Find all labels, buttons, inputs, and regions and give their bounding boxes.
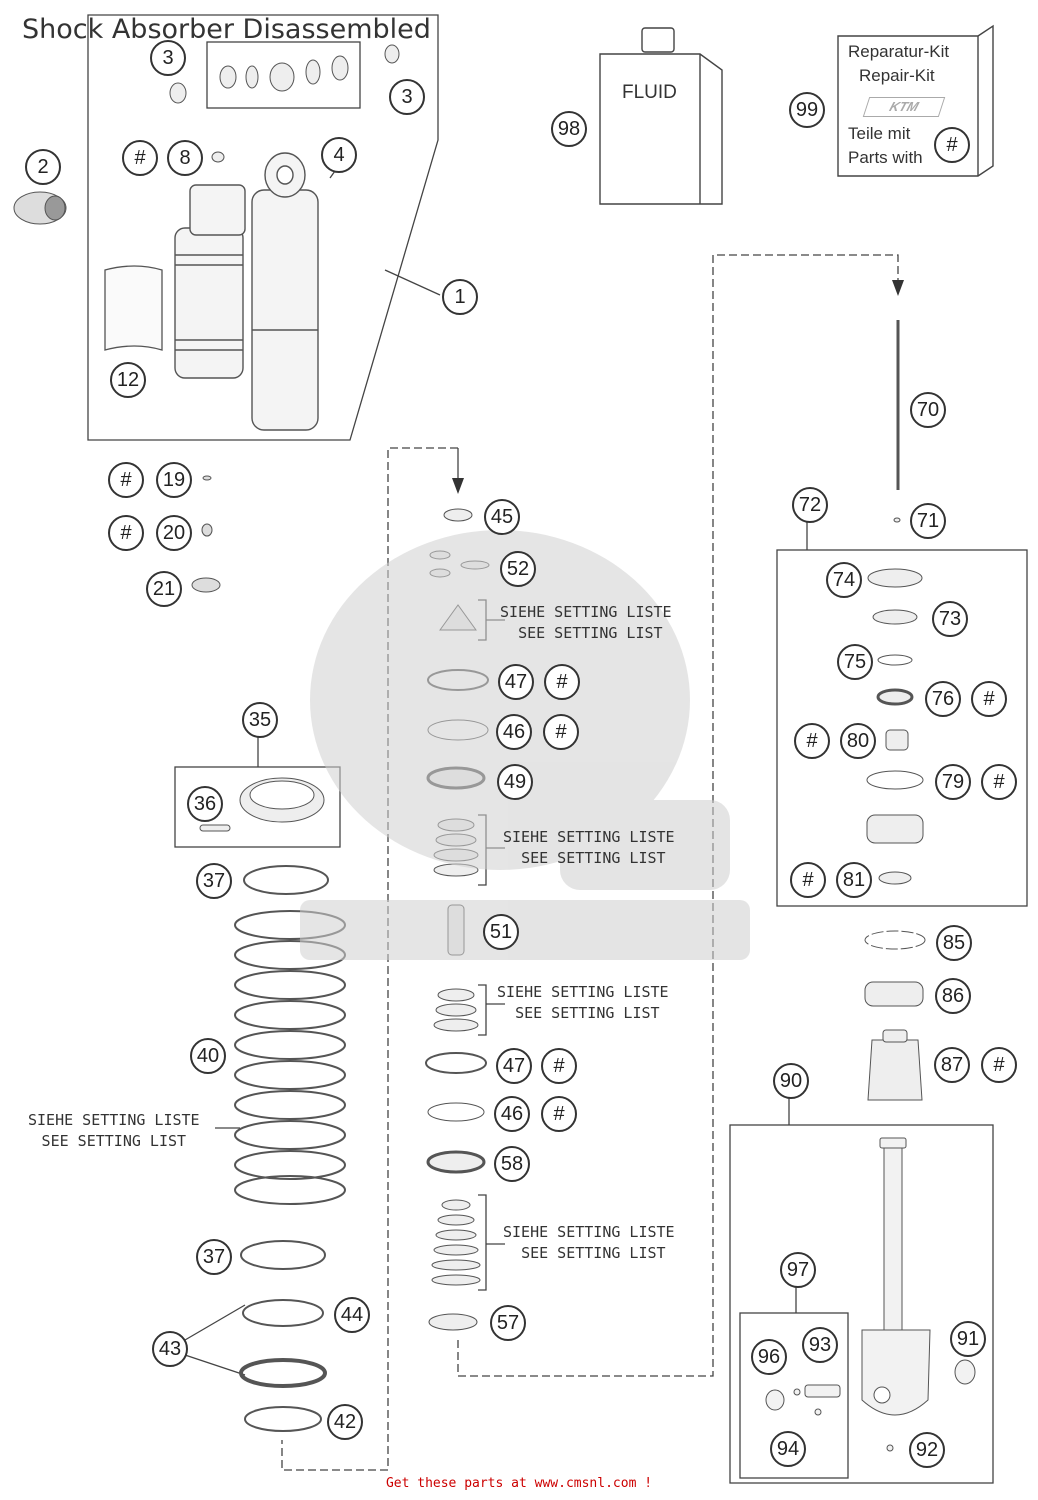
callout-hash-20: # (108, 515, 144, 551)
callout-97[interactable]: 97 (780, 1252, 816, 1288)
setting-note-4: SIEHE SETTING LISTE SEE SETTING LIST (503, 1223, 675, 1262)
callout-19[interactable]: 19 (156, 462, 192, 498)
callout-72[interactable]: 72 (792, 487, 828, 523)
callout-20[interactable]: 20 (156, 515, 192, 551)
kit-line-3: Teile mit (848, 124, 911, 143)
fluid-bottle (599, 27, 723, 205)
callout-8[interactable]: 8 (167, 140, 203, 176)
callout-37b[interactable]: 37 (196, 1239, 232, 1275)
callout-51[interactable]: 51 (483, 914, 519, 950)
callout-81[interactable]: 81 (836, 862, 872, 898)
callout-1[interactable]: 1 (442, 279, 478, 315)
callout-94[interactable]: 94 (770, 1431, 806, 1467)
callout-36[interactable]: 36 (187, 786, 223, 822)
callout-hash-81: # (790, 862, 826, 898)
callout-hash-80: # (794, 723, 830, 759)
callout-12[interactable]: 12 (110, 362, 146, 398)
footer-link[interactable]: Get these parts at www.cmsnl.com ! (385, 1476, 653, 1491)
callout-43[interactable]: 43 (152, 1331, 188, 1367)
callout-92[interactable]: 92 (909, 1432, 945, 1468)
callout-2[interactable]: 2 (25, 149, 61, 185)
kit-hash-callout: # (934, 127, 970, 163)
callout-73[interactable]: 73 (932, 601, 968, 637)
sleeve-12 (104, 265, 163, 351)
callout-hash-19: # (108, 462, 144, 498)
seal-kit-box-4 (206, 41, 361, 109)
callout-52[interactable]: 52 (500, 551, 536, 587)
callout-93[interactable]: 93 (802, 1327, 838, 1363)
dashed-center-box (281, 447, 458, 1471)
callout-45[interactable]: 45 (484, 499, 520, 535)
callout-hash-8: # (122, 140, 158, 176)
callout-86[interactable]: 86 (935, 978, 971, 1014)
callout-79[interactable]: 79 (935, 764, 971, 800)
callout-hash-47b: # (541, 1048, 577, 1084)
callout-hash-87: # (981, 1047, 1017, 1083)
callout-47a[interactable]: 47 (498, 664, 534, 700)
callout-40[interactable]: 40 (190, 1038, 226, 1074)
callout-74[interactable]: 74 (826, 562, 862, 598)
callout-46a[interactable]: 46 (496, 714, 532, 750)
callout-3b[interactable]: 3 (389, 79, 425, 115)
callout-21[interactable]: 21 (146, 571, 182, 607)
callout-98[interactable]: 98 (551, 111, 587, 147)
piston-rod (765, 1137, 976, 1452)
callout-hash-46a: # (543, 714, 579, 750)
callout-4[interactable]: 4 (321, 137, 357, 173)
callout-47b[interactable]: 47 (496, 1048, 532, 1084)
box-72 (776, 549, 1028, 907)
callout-44[interactable]: 44 (334, 1297, 370, 1333)
callout-96[interactable]: 96 (751, 1339, 787, 1375)
kit-line-2: Repair-Kit (859, 66, 935, 85)
setting-note-3: SIEHE SETTING LISTE SEE SETTING LIST (497, 983, 669, 1022)
kit-line-1: Reparatur-Kit (848, 42, 950, 61)
setting-note-spring: SIEHE SETTING LISTE SEE SETTING LIST (28, 1111, 200, 1150)
box-90 (729, 1124, 994, 1484)
callout-99[interactable]: 99 (789, 92, 825, 128)
callout-49[interactable]: 49 (497, 764, 533, 800)
spring-nut (199, 777, 325, 832)
kit-line-4: Parts with (848, 148, 923, 167)
callout-hash-47a: # (544, 664, 580, 700)
callout-3a[interactable]: 3 (150, 40, 186, 76)
page-title: Shock Absorber Disassembled (22, 14, 431, 45)
watermark (300, 530, 750, 960)
callout-58[interactable]: 58 (494, 1146, 530, 1182)
callout-75[interactable]: 75 (837, 644, 873, 680)
callout-hash-79: # (981, 764, 1017, 800)
callout-hash-76: # (971, 681, 1007, 717)
callout-85[interactable]: 85 (936, 925, 972, 961)
callout-91[interactable]: 91 (950, 1321, 986, 1357)
callout-42[interactable]: 42 (327, 1404, 363, 1440)
fluid-label: FLUID (622, 82, 677, 103)
box-97 (739, 1312, 849, 1479)
callout-71[interactable]: 71 (910, 503, 946, 539)
callout-57[interactable]: 57 (490, 1305, 526, 1341)
callout-80[interactable]: 80 (840, 723, 876, 759)
callout-35[interactable]: 35 (242, 702, 278, 738)
callout-90[interactable]: 90 (773, 1063, 809, 1099)
callout-70[interactable]: 70 (910, 392, 946, 428)
callout-37a[interactable]: 37 (196, 863, 232, 899)
callout-76[interactable]: 76 (925, 681, 961, 717)
setting-note-1: SIEHE SETTING LISTE SEE SETTING LIST (500, 603, 672, 642)
coil-spring (234, 910, 346, 1205)
callout-hash-46b: # (541, 1096, 577, 1132)
shock-body (174, 152, 319, 431)
ktm-logo: KTM (862, 97, 946, 117)
assembly-box-1 (87, 14, 439, 441)
callout-87[interactable]: 87 (934, 1047, 970, 1083)
adjuster-2 (13, 191, 67, 225)
setting-note-2: SIEHE SETTING LISTE SEE SETTING LIST (503, 828, 675, 867)
callout-46b[interactable]: 46 (494, 1096, 530, 1132)
